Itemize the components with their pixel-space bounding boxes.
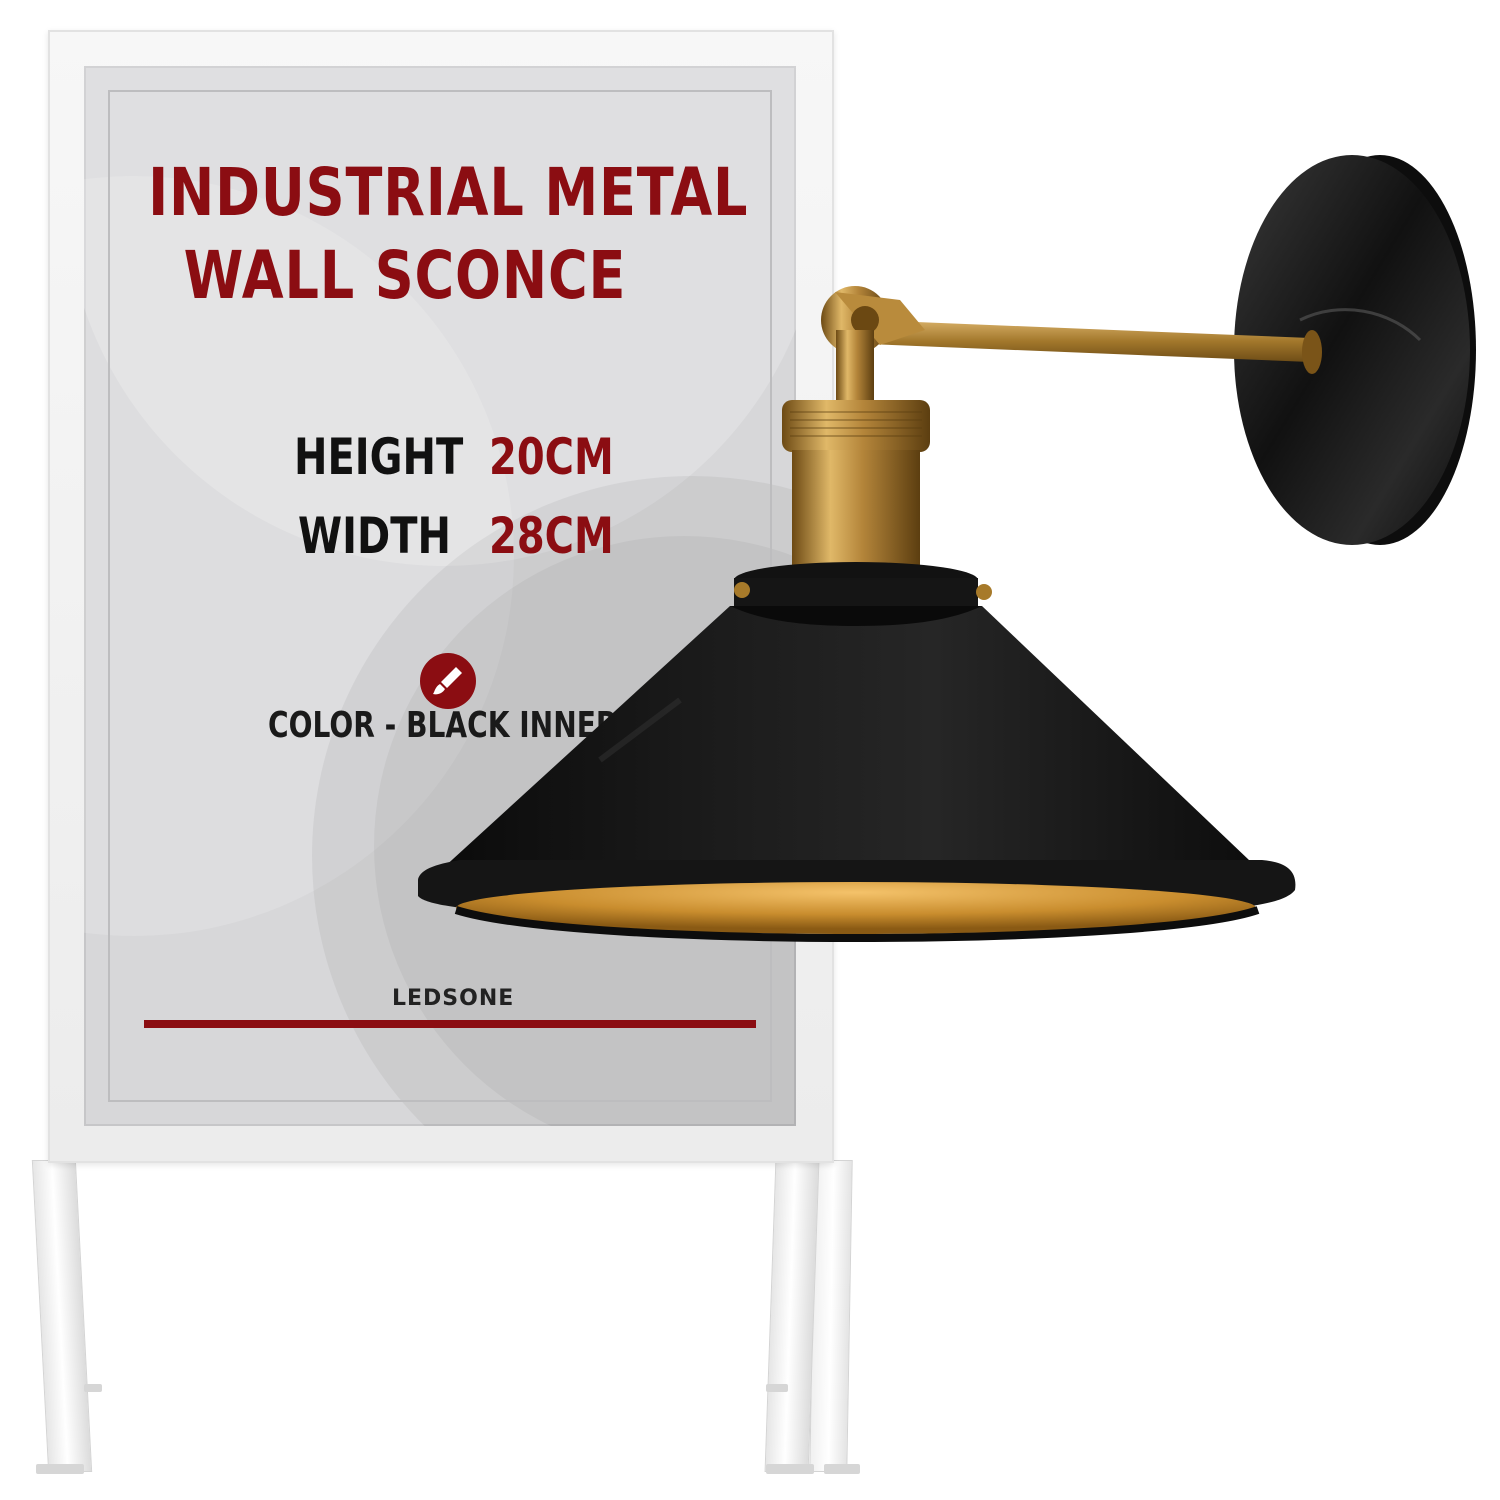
height-label: HEIGHT <box>294 428 464 486</box>
height-value: 20CM <box>489 428 614 486</box>
width-value: 28CM <box>489 507 614 565</box>
stand-foot-back-mid <box>766 1384 788 1392</box>
wall-plate <box>1234 155 1476 545</box>
paint-brush-icon <box>420 653 476 709</box>
lamp-socket <box>782 400 930 570</box>
accent-divider <box>144 1020 756 1028</box>
knuckle-joint <box>821 286 925 410</box>
stand-foot-left <box>36 1464 84 1474</box>
poster-title-line2: WALL SCONCE <box>183 237 627 314</box>
brand-name: LEDSONE <box>392 986 515 1011</box>
lamp-arm <box>868 320 1322 374</box>
stand-foot-back <box>824 1464 860 1474</box>
stand-foot-back-left <box>84 1384 102 1392</box>
width-label: WIDTH <box>298 507 451 565</box>
shade-collar <box>734 562 992 614</box>
lamp-shade <box>418 606 1296 943</box>
stand-foot-right <box>766 1464 814 1474</box>
poster-title-line1: INDUSTRIAL METAL <box>148 154 749 231</box>
